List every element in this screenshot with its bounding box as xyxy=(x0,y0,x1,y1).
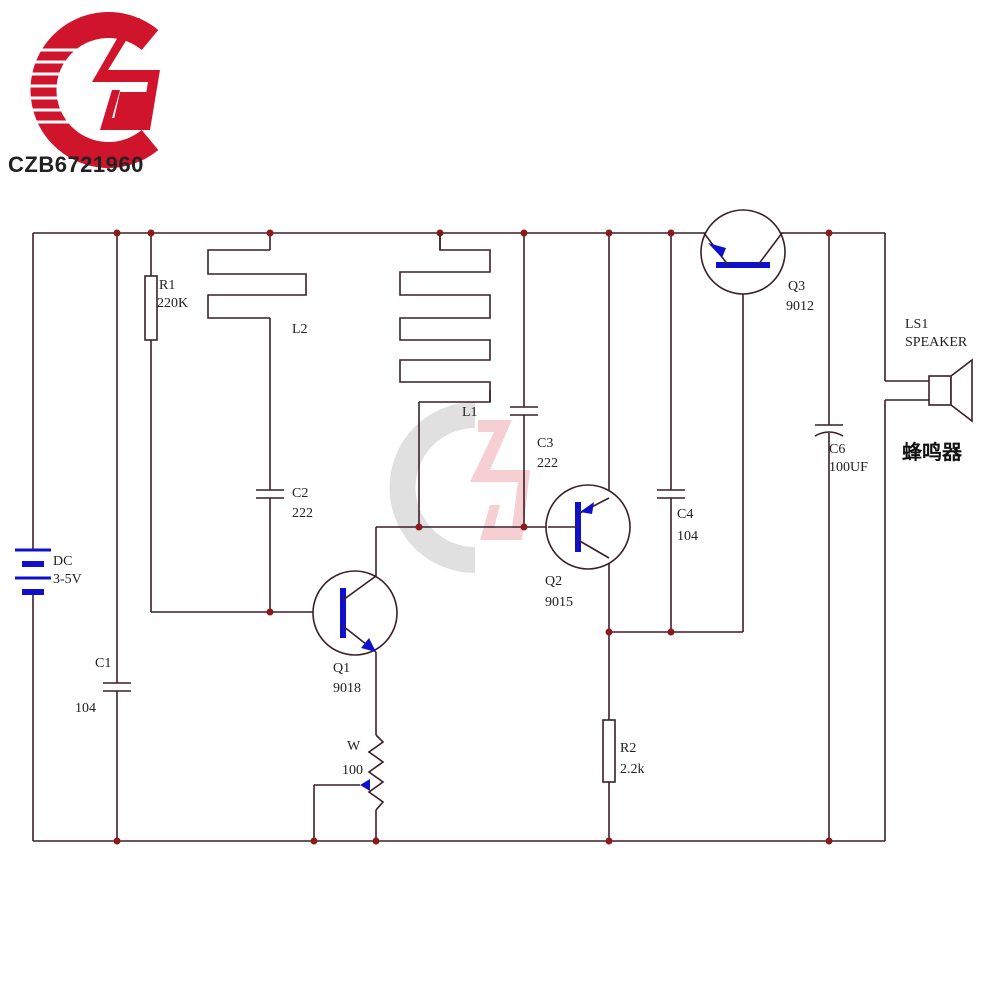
c2-ref: C2 xyxy=(292,486,308,501)
c6-ref: C6 xyxy=(829,442,845,457)
logo-c-shape xyxy=(30,12,159,168)
ls1-note: 蜂鸣器 xyxy=(902,440,963,464)
transistor-q3: Q3 9012 xyxy=(700,209,814,314)
dc-ref: DC xyxy=(53,554,72,569)
watermark-logo xyxy=(389,402,530,573)
battery-dc: DC 3-5V xyxy=(15,548,82,595)
c2-value: 222 xyxy=(292,506,313,521)
logo-b-shape xyxy=(112,92,155,128)
r2-ref: R2 xyxy=(620,741,636,756)
w-ref: W xyxy=(347,739,361,754)
q1-value: 9018 xyxy=(333,681,361,696)
potentiometer-w: W 100 xyxy=(342,734,385,811)
logo-c-stripes xyxy=(20,48,110,124)
l1-ref: L1 xyxy=(462,405,478,420)
c3-ref: C3 xyxy=(537,436,553,451)
q1-ref: Q1 xyxy=(333,661,350,676)
q3-value: 9012 xyxy=(786,299,814,314)
brand-logo: CZB6721960 xyxy=(8,12,160,177)
coil-l1: L1 xyxy=(399,233,491,420)
capacitor-c1: C1 104 xyxy=(75,656,131,716)
ls1-value: SPEAKER xyxy=(905,335,968,350)
c1-ref: C1 xyxy=(95,656,111,671)
capacitor-c4: C4 104 xyxy=(657,489,698,544)
c6-value: 100UF xyxy=(829,460,868,475)
r1-value: 220K xyxy=(157,296,188,311)
logo-z-shape xyxy=(92,18,160,130)
resistor-r1: R1 220K xyxy=(144,275,188,341)
c4-ref: C4 xyxy=(677,507,693,522)
l2-ref: L2 xyxy=(292,322,308,337)
q2-ref: Q2 xyxy=(545,574,562,589)
q3-ref: Q3 xyxy=(788,279,805,294)
speaker-ls1: LS1 SPEAKER 蜂鸣器 xyxy=(902,317,973,464)
capacitor-c3: C3 222 xyxy=(510,406,558,471)
coil-l2: L2 xyxy=(207,249,308,337)
dc-value: 3-5V xyxy=(53,572,82,587)
ls1-ref: LS1 xyxy=(905,317,928,332)
c1-value: 104 xyxy=(75,701,96,716)
transistor-q2: Q2 9015 xyxy=(545,484,631,610)
transistor-q1: Q1 9018 xyxy=(312,570,398,696)
q2-value: 9015 xyxy=(545,595,573,610)
junction-nodes xyxy=(113,229,833,845)
r1-ref: R1 xyxy=(159,278,175,293)
resistor-r2: R2 2.2k xyxy=(602,719,645,783)
c4-value: 104 xyxy=(677,529,698,544)
r2-value: 2.2k xyxy=(620,762,645,777)
capacitor-c6: C6 100UF xyxy=(814,424,868,475)
w-value: 100 xyxy=(342,763,363,778)
c3-value: 222 xyxy=(537,456,558,471)
logo-text: CZB6721960 xyxy=(8,152,144,177)
capacitor-c2: C2 222 xyxy=(256,486,313,521)
